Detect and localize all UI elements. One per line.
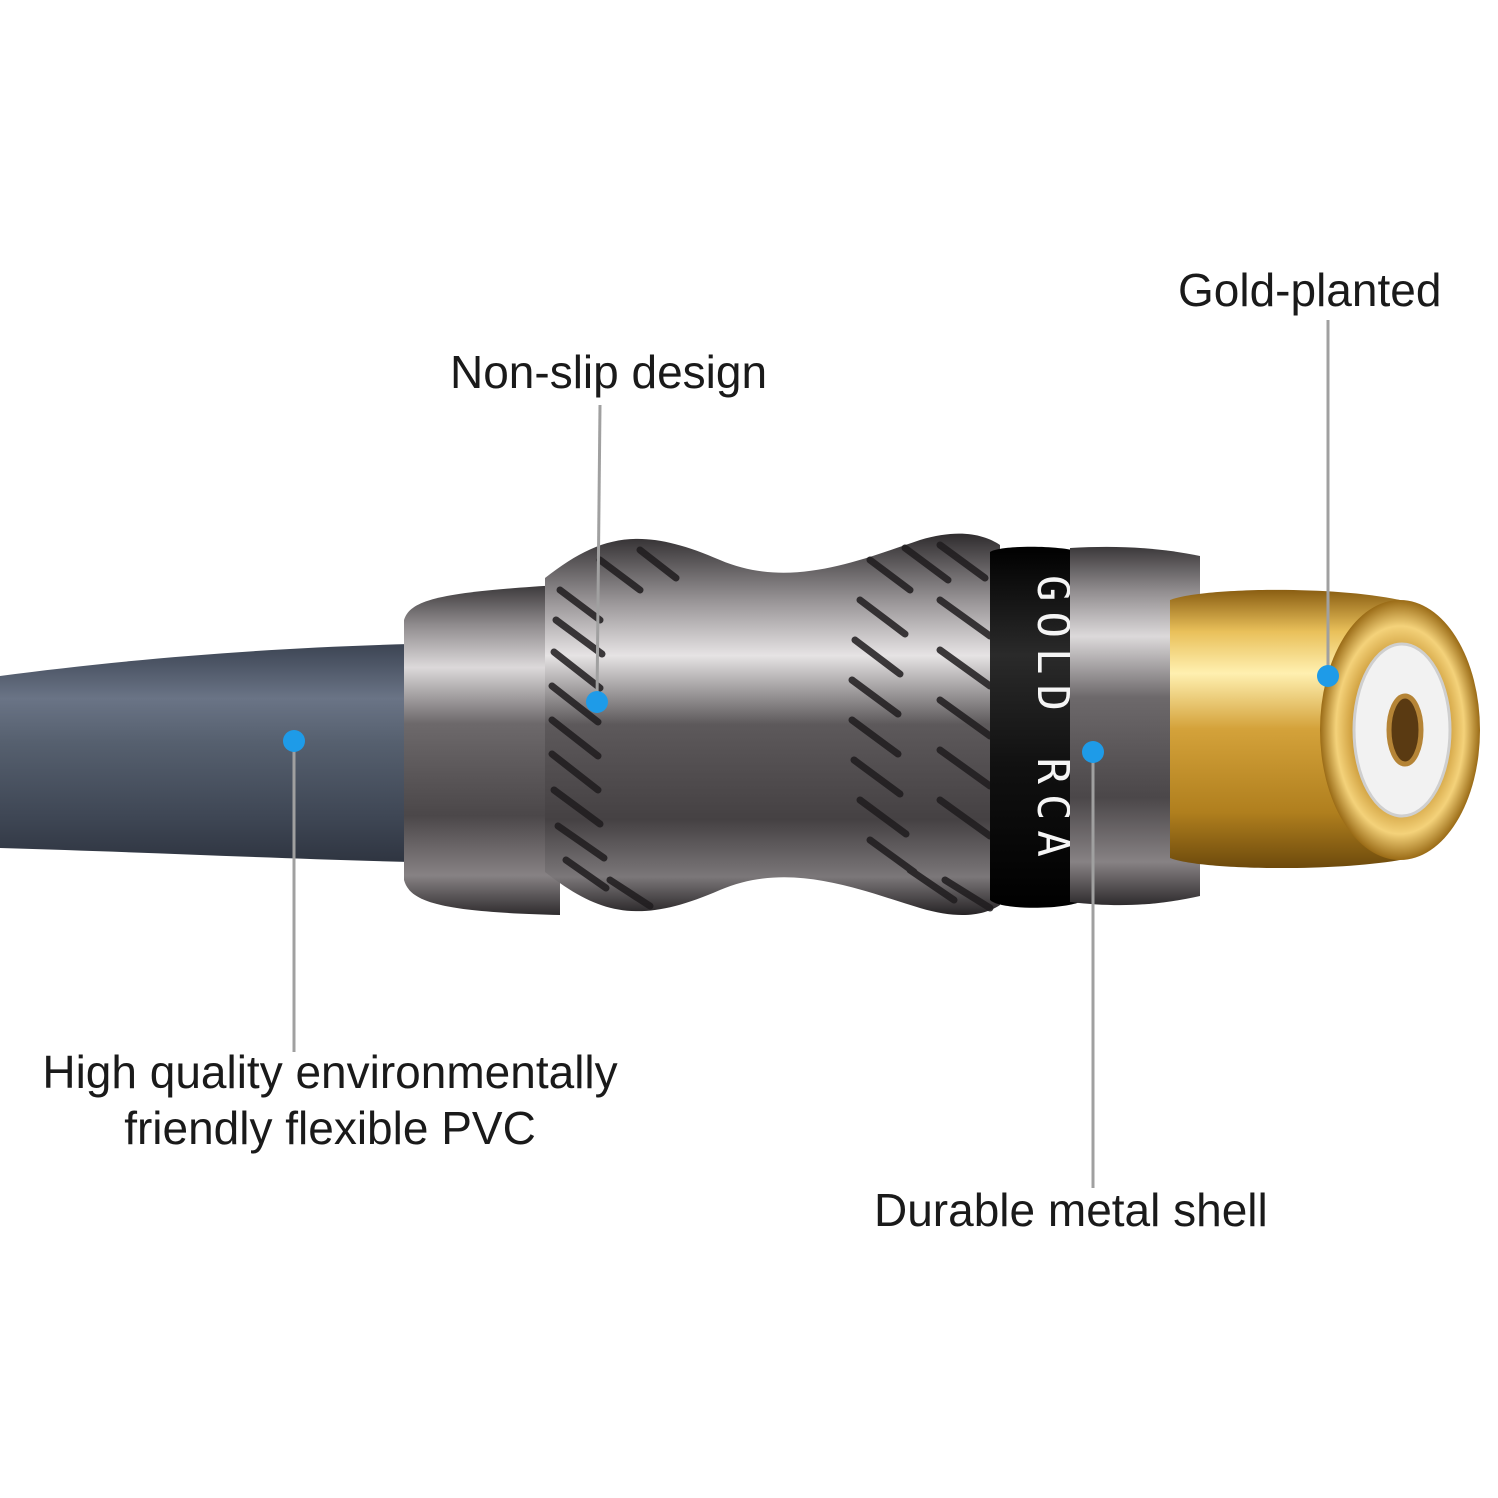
brand-band: [990, 546, 1080, 908]
label-gold-planted: Gold-planted: [1178, 264, 1442, 316]
label-pvc: High quality environmentally friendly fl…: [20, 1044, 640, 1156]
rear-collar: [404, 585, 560, 915]
grip-body: [545, 533, 1000, 916]
label-pvc-line1: High quality environmentally: [42, 1046, 618, 1098]
callout-dot-nonslip: [586, 691, 608, 713]
band-lettering: GOLD RCA: [1027, 575, 1078, 867]
label-non-slip-design: Non-slip design: [450, 346, 768, 398]
front-shell: [1070, 546, 1200, 906]
label-durable-metal-shell: Durable metal shell: [874, 1184, 1268, 1236]
callout-dot-gold: [1317, 665, 1339, 687]
leader-lines: [292, 320, 1330, 1188]
callout-dot-shell: [1082, 741, 1104, 763]
callout-dot-pvc: [283, 730, 305, 752]
center-socket: [1386, 693, 1424, 767]
label-pvc-line2: friendly flexible PVC: [124, 1102, 536, 1154]
knurling-right: [848, 541, 994, 912]
pvc-cable: [0, 644, 410, 862]
knurling-left: [548, 546, 680, 910]
